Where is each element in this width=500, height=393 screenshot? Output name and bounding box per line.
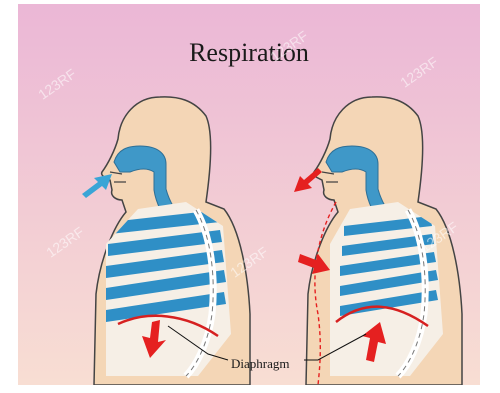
diagram-canvas: Respiration Diaphragm 123RF 123RF 123RF … [18, 4, 480, 385]
diaphragm-label: Diaphragm [231, 356, 289, 372]
diagram-title: Respiration [18, 38, 480, 68]
